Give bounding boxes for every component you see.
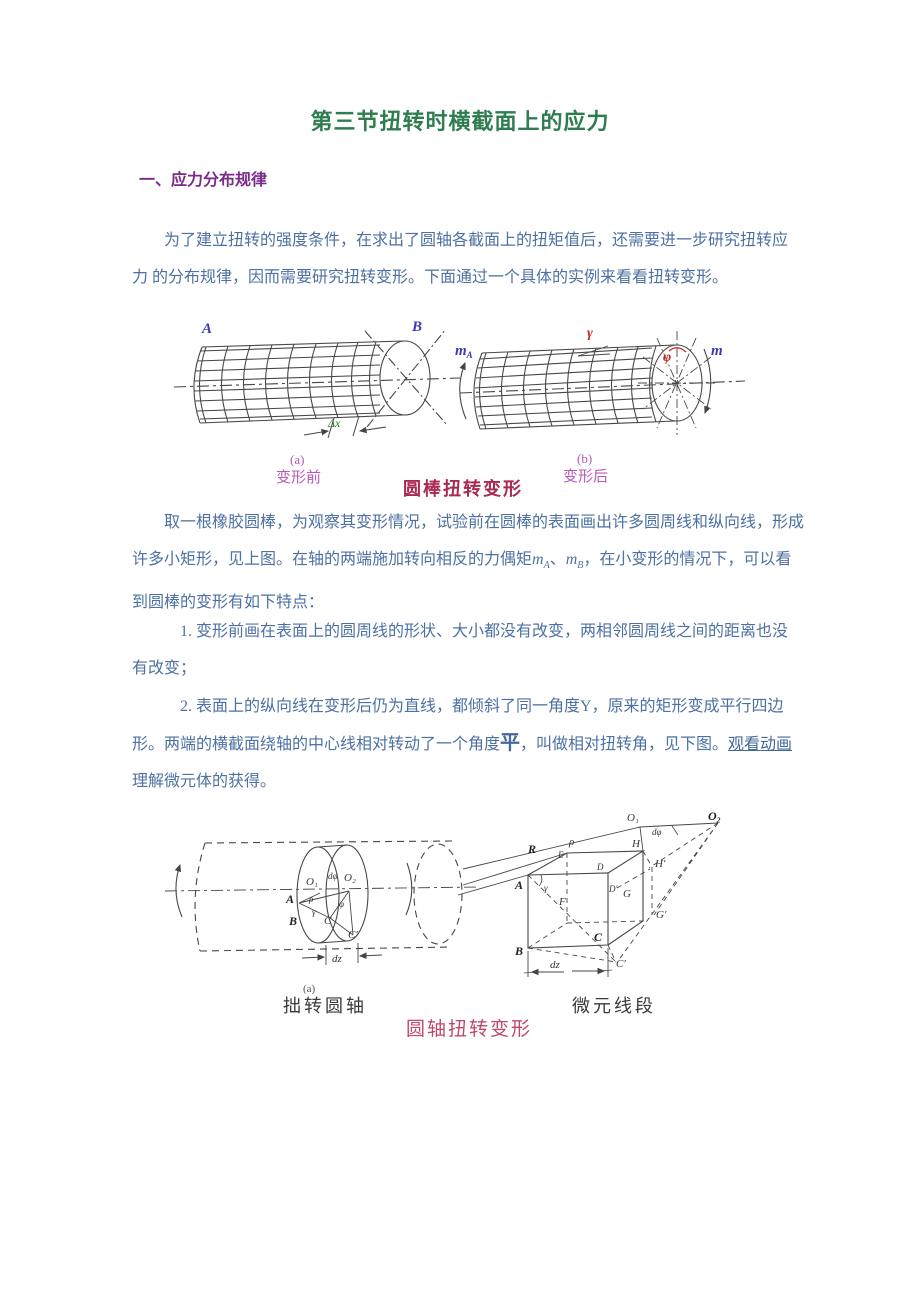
fig1-label-m: m: [711, 343, 723, 359]
figure-round-bar-torsion: A B Δx mA γ φ m (a) 变形前 (b) 变形后 圆棒扭转变形: [160, 315, 770, 505]
fig2r-label-R: R: [527, 842, 536, 856]
fig2r-label-E: E: [557, 850, 564, 860]
fig2r-label-G-prime: G′: [656, 909, 667, 921]
shaft-element-drawing: O₁ dφ O₂ A ρ φ γ B C C′ dz R ρ E O₁ dφ O…: [164, 809, 721, 977]
paragraph-experiment: 取一根橡胶圆棒，为观察其变形情况，试验前在圆棒的表面画出许多圆周线和纵向线，形成…: [132, 504, 805, 621]
paragraph-line: 形。两端的横截面绕轴的中心线相对转动了一个角度平，叫做相对扭转角，见下图。观看动…: [132, 725, 792, 763]
torsion-bar-drawing: A B Δx mA γ φ m: [173, 319, 746, 439]
fig2l-label-rho: ρ: [308, 894, 314, 904]
fig2l-label-O2: O₂: [344, 872, 356, 884]
text-run: 许多小矩形，见上图。在轴的两端施加转向相反的力偶矩: [132, 551, 533, 568]
fig2l-label-dz: dz: [332, 953, 343, 965]
fig2-caption-right: 微元线段: [572, 996, 656, 1016]
text-run: 、: [549, 551, 566, 568]
text-run: ，在小变形的情况下，可以看: [583, 551, 792, 568]
fig2l-label-gamma: γ: [312, 907, 316, 917]
watch-animation-link[interactable]: 观看动画: [728, 736, 793, 753]
cylinder-before: [173, 328, 461, 439]
twisted-shaft-drawing: [164, 840, 481, 965]
fig2r-label-H-prime: H′: [654, 858, 666, 870]
paragraph-intro: 为了建立扭转的强度条件，在求出了圆轴各截面上的扭矩值后，还需要进一步研究扭转应 …: [132, 222, 792, 296]
fig2l-label-A: A: [285, 892, 294, 906]
fig2r-label-H: H: [631, 838, 641, 850]
fig1-caption-b-tag: (b): [577, 451, 593, 466]
fig1-label-mA: mA: [455, 343, 473, 360]
fig1-caption-main: 圆棒扭转变形: [403, 479, 523, 499]
fig2r-label-O1: O₁: [627, 812, 639, 824]
fig2r-label-O2: O₂: [708, 809, 721, 823]
phi-symbol-text: 平: [500, 732, 521, 754]
fig1-caption-b: 变形后: [563, 469, 609, 485]
fig2r-label-D: D: [596, 862, 604, 872]
section-heading: 一、应力分布规律: [139, 172, 268, 189]
paragraph-line: 到圆棒的变形有如下特点：: [132, 594, 325, 612]
list-item-2: 2. 表面上的纵向线在变形后仍为直线，都倾斜了同一角度Y，原来的矩形变成平行四边…: [132, 688, 792, 800]
fig1-caption-a-tag: (a): [290, 452, 305, 467]
fig2l-label-B: B: [288, 914, 297, 928]
list-item-1: 1. 变形前画在表面上的圆周线的形状、大小都没有改变，两相邻圆周线之间的距离也没…: [132, 613, 792, 687]
paragraph-line: 有改变；: [132, 660, 197, 677]
fig2l-label-phi: φ: [339, 899, 344, 909]
fig2r-label-B: B: [514, 944, 523, 958]
fig2l-label-C-prime: C′: [348, 929, 358, 941]
fig1-caption-a: 变形前: [276, 470, 322, 486]
micro-element-drawing: [457, 822, 719, 977]
fig1-label-gamma: γ: [587, 326, 593, 341]
fig2r-label-dphi: dφ: [652, 827, 662, 837]
fig2r-label-F: F: [558, 896, 566, 908]
fig2r-label-dz: dz: [550, 959, 561, 971]
fig1-label-dx: Δx: [327, 416, 341, 430]
fig2l-label-C: C: [324, 915, 332, 927]
fig2r-label-rho: ρ: [568, 836, 574, 848]
fig2l-label-dphi: dφ: [328, 871, 338, 881]
moment-mA: mA: [532, 551, 550, 572]
fig2r-label-D-prime: D′: [608, 884, 618, 894]
fig2-caption-left: 拙转圆轴: [283, 996, 367, 1016]
fig2r-label-A: A: [514, 878, 523, 892]
fig2r-label-gamma: γ: [544, 883, 548, 893]
cylinder-after: [459, 331, 746, 435]
paragraph-line: 理解微元体的获得。: [132, 773, 277, 790]
paragraph-line: 为了建立扭转的强度条件，在求出了圆轴各截面上的扭矩值后，还需要进一步研究扭转应: [164, 232, 789, 249]
fig2r-label-G: G: [623, 888, 631, 900]
fig2l-label-O1: O₁: [306, 876, 318, 888]
page-title: 第三节扭转时横截面上的应力: [310, 109, 610, 134]
paragraph-line: 取一根橡胶圆棒，为观察其变形情况，试验前在圆棒的表面画出许多圆周线和纵向线，形成: [164, 514, 805, 531]
paragraph-line: 1. 变形前画在表面上的圆周线的形状、大小都没有改变，两相邻圆周线之间的距离也没: [180, 623, 789, 640]
moment-mB: mB: [565, 551, 584, 572]
fig2-caption-main: 圆轴扭转变形: [406, 1019, 533, 1040]
fig2r-label-C: C: [594, 930, 603, 944]
fig1-label-B: B: [411, 319, 422, 335]
text-run: 形。两端的横截面绕轴的中心线相对转动了一个角度: [132, 736, 501, 753]
fig1-label-A: A: [201, 321, 212, 337]
figure-shaft-micro-element: O₁ dφ O₂ A ρ φ γ B C C′ dz R ρ E O₁ dφ O…: [160, 805, 810, 1045]
paragraph-line: 2. 表面上的纵向线在变形后仍为直线，都倾斜了同一角度Y，原来的矩形变成平行四边: [180, 698, 784, 715]
fig1-label-phi: φ: [663, 350, 671, 365]
fig2r-label-C-prime: C′: [616, 958, 626, 970]
paragraph-line: 力 的分布规律，因而需要研究扭转变形。下面通过一个具体的实例来看看扭转变形。: [132, 269, 729, 286]
paragraph-line: 许多小矩形，见上图。在轴的两端施加转向相反的力偶矩mA、mB，在小变形的情况下，…: [132, 541, 792, 584]
fig2-caption-left-tag: (a): [303, 983, 316, 995]
text-run: ，叫做相对扭转角，见下图。: [520, 736, 729, 753]
